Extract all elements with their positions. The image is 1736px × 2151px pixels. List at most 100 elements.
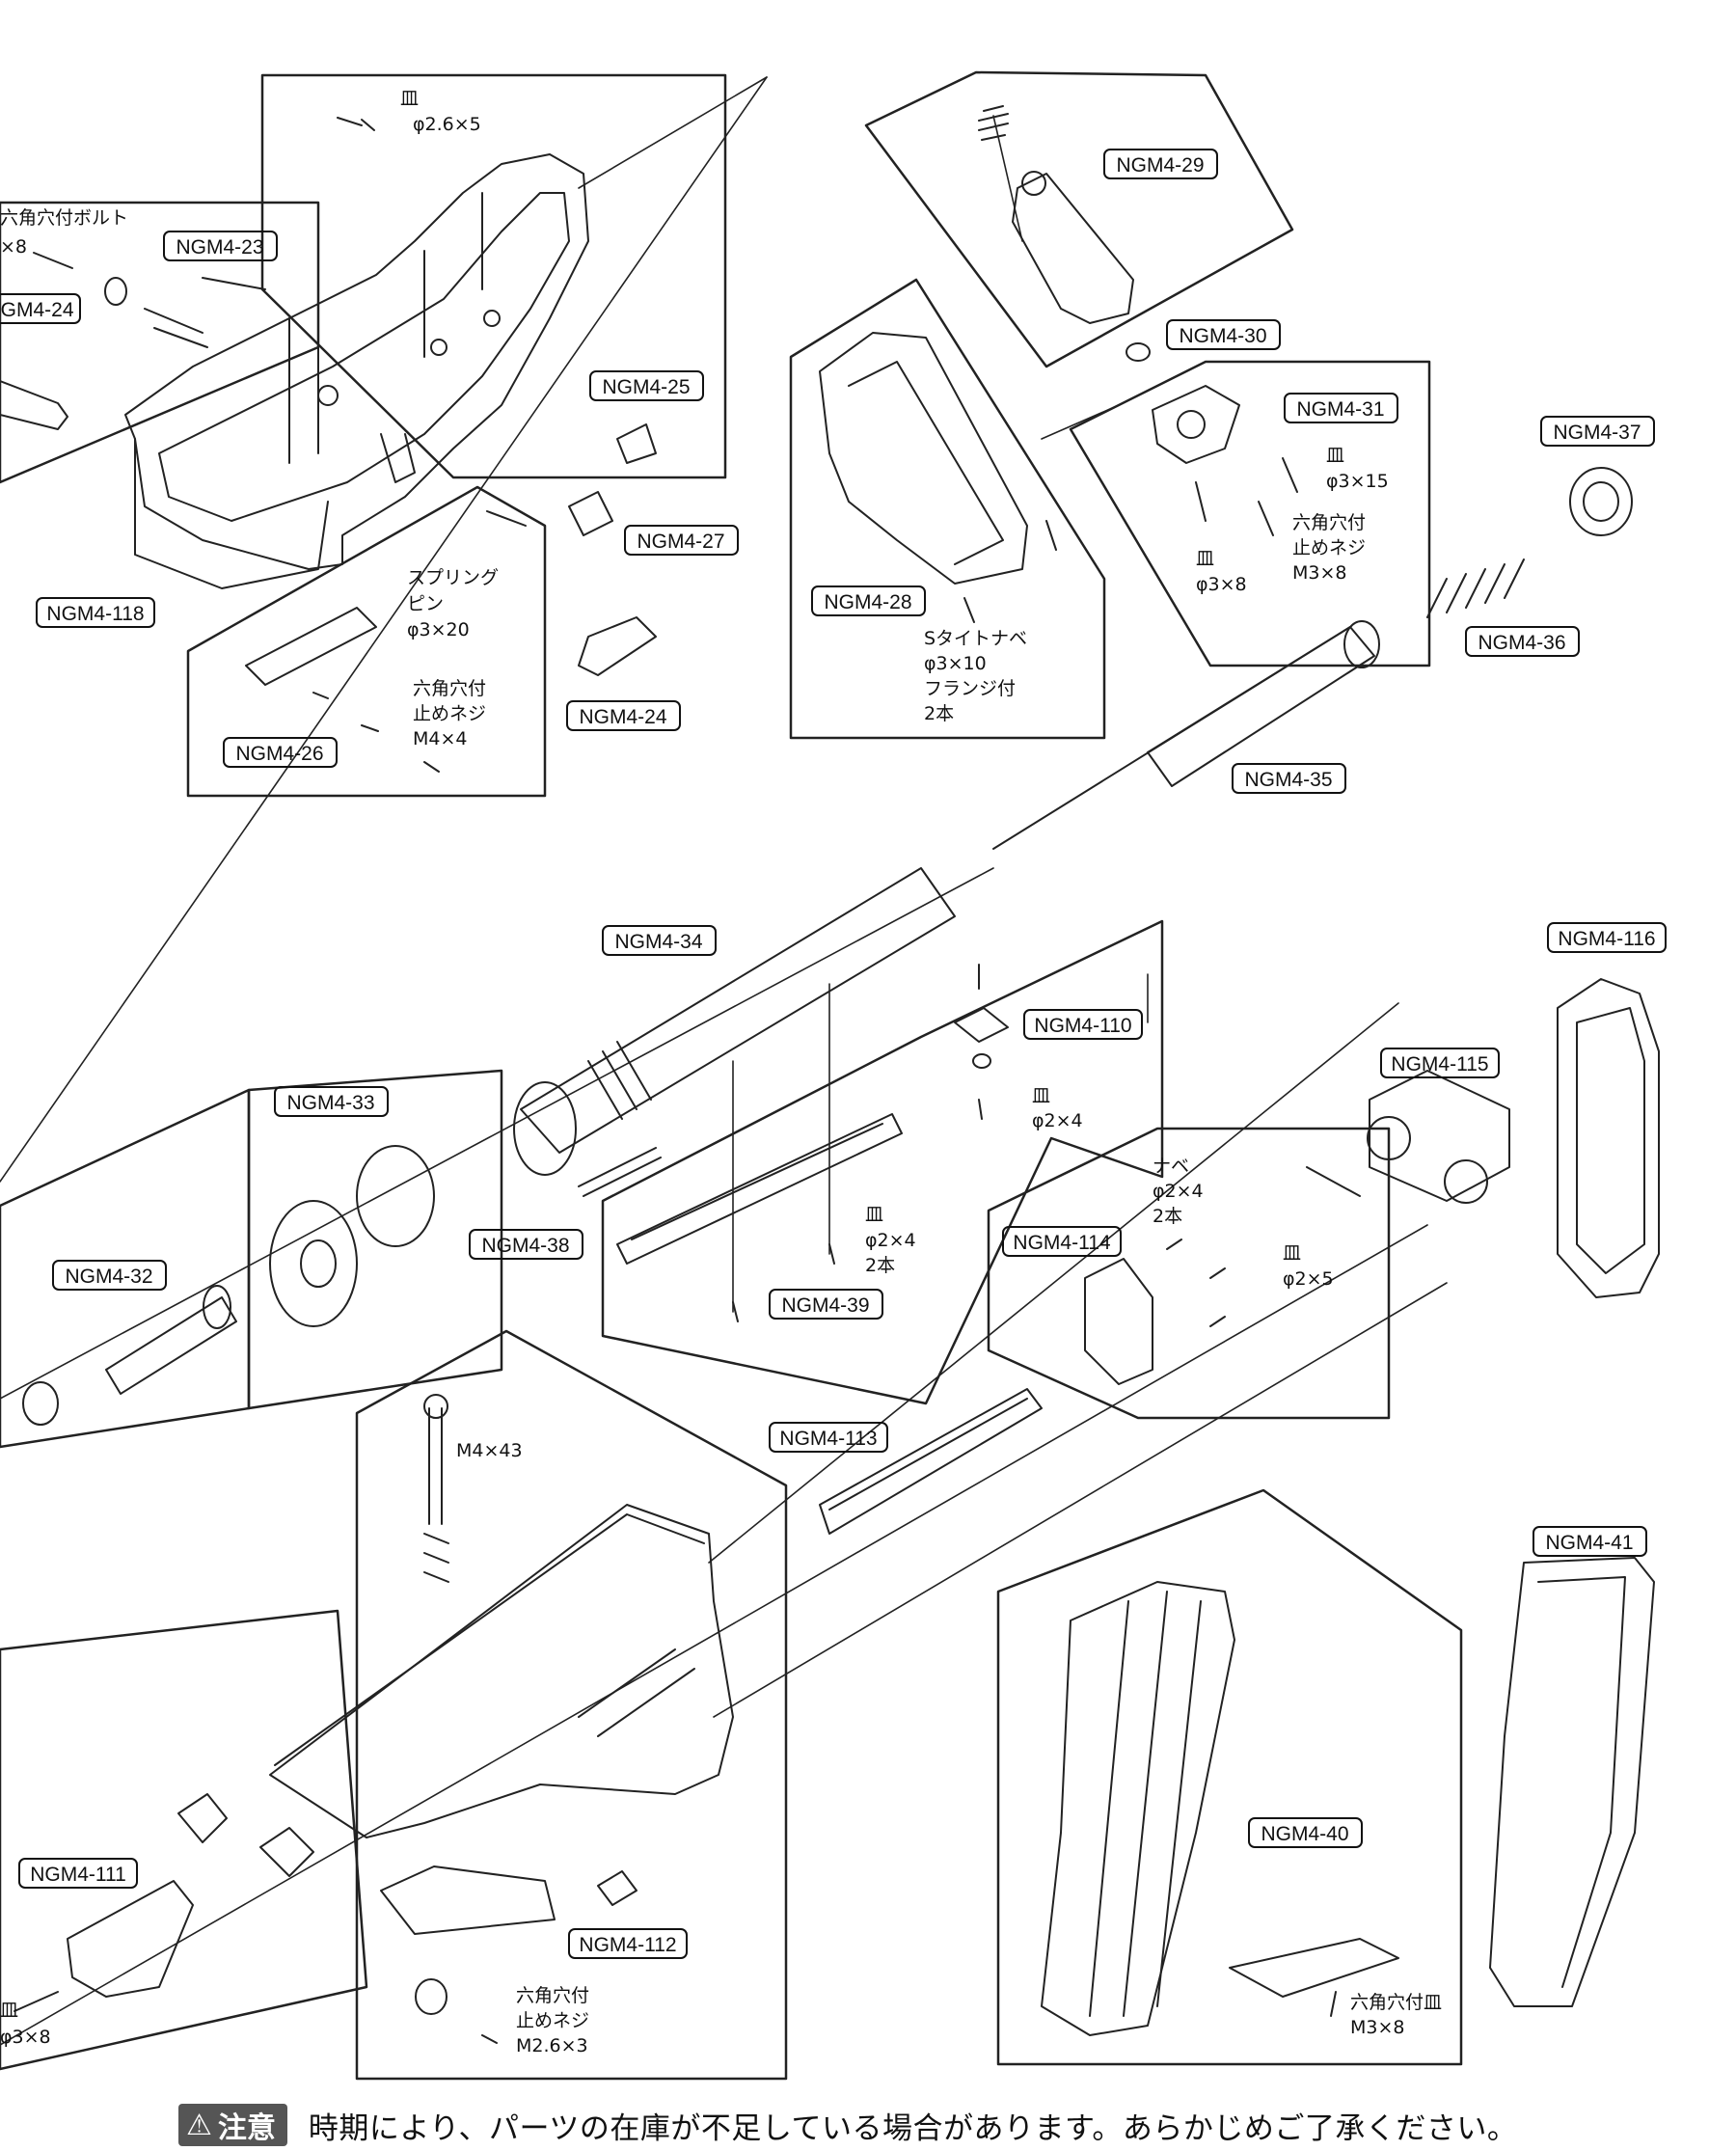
note-set-screw-1: 六角穴付 <box>413 678 486 699</box>
stock-lock-drawing <box>954 964 1660 1385</box>
stock-knob-a <box>177 1793 228 1843</box>
rail-113-groove <box>828 1398 1028 1511</box>
label-ngm4-115: NGM4-115 <box>1380 1048 1500 1078</box>
pin-long <box>153 327 208 348</box>
mag-40-follower <box>1229 1938 1399 1998</box>
stock-cheek <box>274 1513 705 1766</box>
warning-badge: ⚠ 注意 <box>178 2104 287 2146</box>
label-ngm4-25: NGM4-25 <box>589 370 704 401</box>
label-ngm4-26: NGM4-26 <box>223 737 338 768</box>
note-sara-top: 皿 <box>400 88 419 109</box>
note-grip-screw-8: φ3×8 <box>1196 574 1247 595</box>
plate-screws <box>1195 457 1298 536</box>
label-ngm4-40: NGM4-40 <box>1248 1817 1363 1848</box>
svg-text:NGM4-28: NGM4-28 <box>824 591 911 613</box>
end-plate-hole <box>300 1239 337 1288</box>
box-lower-receiver-top <box>260 73 727 479</box>
label-ngm4-24-left: NGM4-24 <box>0 293 81 324</box>
box-left-latch <box>0 1609 368 2071</box>
note-bolt-top: 六角穴付ボルト <box>0 207 128 229</box>
svg-text:NGM4-41: NGM4-41 <box>1545 1532 1633 1554</box>
butt-plate-116 <box>1557 978 1660 1298</box>
bolt-head <box>423 1394 448 1419</box>
label-ngm4-32: NGM4-32 <box>52 1260 167 1291</box>
receiver-inner <box>158 192 570 522</box>
note-screw-2x5: φ2×5 <box>1283 1268 1334 1290</box>
label-ngm4-113: NGM4-113 <box>769 1422 888 1453</box>
note-stock-set-1: 六角穴付 <box>516 1985 589 2006</box>
note-mag-bolt-1: 六角穴付皿 <box>1350 1992 1442 2013</box>
label-ngm4-112: NGM4-112 <box>568 1928 688 1959</box>
svg-text:NGM4-110: NGM4-110 <box>1034 1015 1131 1037</box>
label-ngm4-114: NGM4-114 <box>1002 1226 1122 1257</box>
label-ngm4-38: NGM4-38 <box>469 1229 583 1260</box>
note-sara-left: 皿 <box>0 2000 18 2021</box>
piston-cylinder <box>1147 626 1375 787</box>
note-left-screw: φ3×8 <box>0 2027 51 2048</box>
svg-text:NGM4-33: NGM4-33 <box>286 1092 374 1114</box>
box-lower-receiver-left <box>0 201 320 484</box>
label-ngm4-118: NGM4-118 <box>36 597 155 628</box>
box-motor <box>864 70 1294 368</box>
note-sara-2x4: 皿 <box>1032 1085 1050 1106</box>
latch-washer <box>972 1053 991 1069</box>
label-ngm4-29: NGM4-29 <box>1103 149 1218 179</box>
note-sara-rail: 皿 <box>865 1204 883 1225</box>
block-115-hole-b <box>1444 1159 1488 1204</box>
note-grip-screw-15: φ3×15 <box>1326 471 1389 492</box>
pin-115 <box>1306 1166 1361 1197</box>
svg-text:NGM4-29: NGM4-29 <box>1116 154 1204 177</box>
latch-110-screw <box>978 964 983 1120</box>
label-ngm4-31: NGM4-31 <box>1284 393 1398 423</box>
mag-41-inner <box>1537 1576 1626 1988</box>
svg-text:NGM4-30: NGM4-30 <box>1179 325 1266 347</box>
motor-pinion <box>1021 171 1046 196</box>
label-ngm4-110: NGM4-110 <box>1023 1009 1143 1040</box>
label-ngm4-34: NGM4-34 <box>602 925 717 956</box>
box-buffer-plate <box>247 1069 503 1410</box>
label-ngm4-28: NGM4-28 <box>811 585 926 616</box>
latch-111-screw <box>14 1991 59 2012</box>
note-set-screw-2: 止めネジ <box>413 703 486 724</box>
piston-end <box>1343 620 1380 668</box>
svg-text:NGM4-26: NGM4-26 <box>235 743 323 765</box>
grip-inner <box>848 361 1004 565</box>
receiver-hole-b <box>430 339 448 356</box>
label-ngm4-24: NGM4-24 <box>566 700 681 731</box>
receiver-detail-a <box>288 192 483 464</box>
svg-text:NGM4-38: NGM4-38 <box>481 1235 569 1257</box>
mag-40-screw <box>1330 1991 1337 2017</box>
svg-text:NGM4-34: NGM4-34 <box>614 931 702 953</box>
receiver-hole-a <box>317 385 339 406</box>
svg-text:NGM4-111: NGM4-111 <box>30 1864 126 1886</box>
svg-text:NGM4-24: NGM4-24 <box>579 706 666 728</box>
stock-pipe-drawing <box>513 467 1633 1197</box>
note-stock-set-3: M2.6×3 <box>516 2035 588 2056</box>
label-ngm4-36: NGM4-36 <box>1465 626 1580 657</box>
svg-text:NGM4-114: NGM4-114 <box>1013 1232 1110 1254</box>
washer-left <box>104 277 127 306</box>
note-s-tight-3: フランジ付 <box>924 678 1016 699</box>
motor-washer-30 <box>1126 342 1151 362</box>
tube-end <box>513 1081 577 1176</box>
receiver-mag-well <box>134 438 329 589</box>
note-screw-2x4: φ2×4 <box>1032 1110 1083 1131</box>
label-ngm4-33: NGM4-33 <box>274 1086 389 1117</box>
rail-39-groove <box>631 1123 883 1240</box>
stock-spring <box>423 1533 449 1583</box>
note-s-tight-4: 2本 <box>924 703 954 724</box>
label-ngm4-111: NGM4-111 <box>18 1858 138 1889</box>
note-sara-8: 皿 <box>1196 548 1214 569</box>
note-nabe: ナベ <box>1153 1156 1189 1177</box>
stock-lever-112 <box>380 1865 556 1935</box>
mag-40-ribs <box>1089 1591 1202 2017</box>
trigger <box>380 433 416 483</box>
svg-text:NGM4-27: NGM4-27 <box>637 531 724 553</box>
note-nabe-count: 2本 <box>1153 1206 1182 1227</box>
note-rail-screw: φ2×4 <box>865 1230 916 1251</box>
warning-text: 時期により、パーツの在庫が不足している場合があります。あらかじめご了承ください。 <box>308 2110 1518 2146</box>
note-mag-bolt-2: M3×8 <box>1350 2017 1405 2038</box>
box-motor-plate <box>1069 360 1431 667</box>
stock-button <box>597 1870 637 1906</box>
note-s-tight-1: Sタイトナベ <box>924 628 1027 649</box>
